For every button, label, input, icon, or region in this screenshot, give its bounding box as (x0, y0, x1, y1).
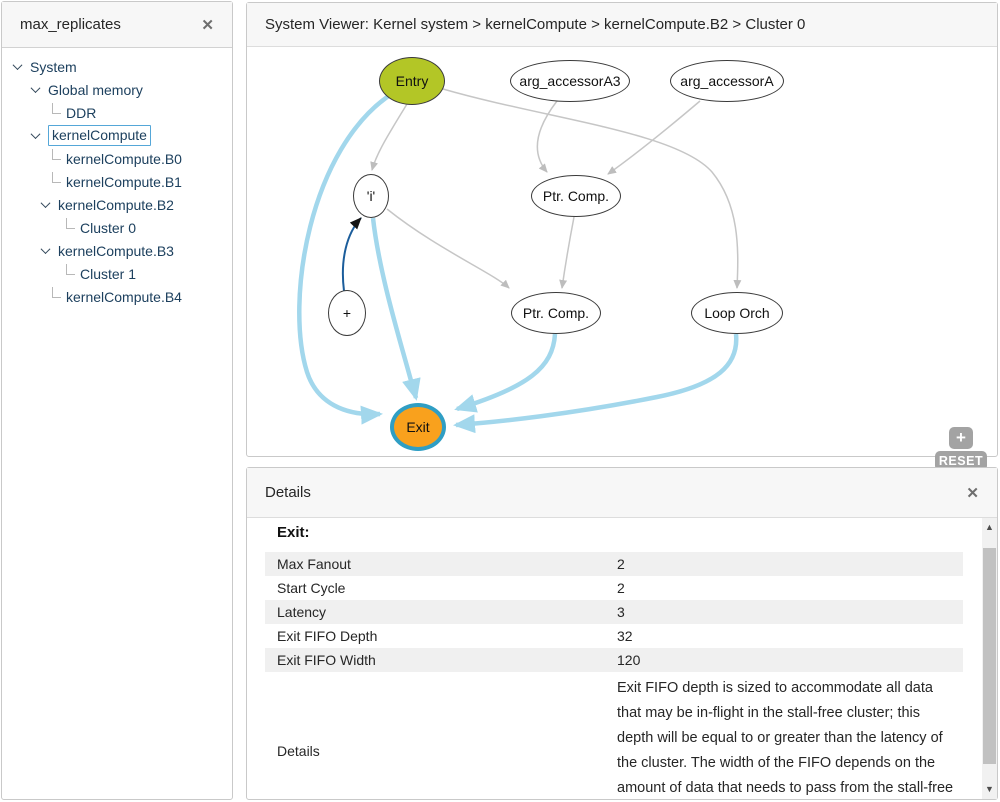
sidebar-title: max_replicates (20, 16, 121, 33)
tree-item-label[interactable]: Cluster 0 (80, 219, 137, 236)
zoom-in-button[interactable]: + (949, 427, 973, 449)
tree-item-global-memory[interactable]: Global memory (2, 78, 232, 101)
node-label: + (342, 305, 352, 321)
chevron-down-icon[interactable] (30, 129, 41, 140)
graph-node-arg-accessor-a[interactable]: arg_accessorA (670, 60, 784, 102)
node-label: Ptr. Comp. (542, 188, 610, 204)
chevron-down-icon[interactable] (40, 244, 51, 255)
graph-node-ptr-comp-2[interactable]: Ptr. Comp. (511, 292, 601, 334)
tree-item-label[interactable]: System (30, 58, 77, 75)
tree-item-kernelcompute-b2[interactable]: kernelCompute.B2 (2, 193, 232, 216)
details-node-heading: Exit: (277, 524, 310, 541)
module-tree: System Global memory DDR kernelCompute k… (2, 48, 232, 308)
graph-canvas[interactable]: Entry arg_accessorA3 arg_accessorA 'i' P… (247, 47, 997, 495)
zoom-reset-button[interactable]: RESET (935, 451, 987, 471)
table-row: Exit FIFO Width 120 (265, 648, 963, 673)
tree-item-kernelcompute-b1[interactable]: kernelCompute.B1 (2, 170, 232, 193)
tree-item-label-selected[interactable]: kernelCompute (48, 125, 151, 146)
system-viewer-panel: System Viewer: Kernel system > kernelCom… (246, 2, 998, 495)
node-label: Entry (395, 73, 429, 89)
row-label: Exit FIFO Depth (277, 628, 378, 645)
tree-item-label[interactable]: Global memory (48, 81, 143, 98)
row-value: 2 (617, 556, 625, 572)
tree-item-cluster-0[interactable]: Cluster 0 (2, 216, 232, 239)
tree-item-label[interactable]: Cluster 1 (80, 265, 137, 282)
tree-item-kernelcompute-b0[interactable]: kernelCompute.B0 (2, 147, 232, 170)
node-label: arg_accessorA3 (519, 73, 621, 89)
tree-item-label[interactable]: kernelCompute.B4 (66, 288, 182, 305)
table-row: Exit FIFO Depth 32 (265, 624, 963, 648)
tree-item-label[interactable]: kernelCompute.B2 (58, 196, 174, 213)
tree-connector (66, 218, 75, 229)
row-label: Exit FIFO Width (277, 652, 376, 669)
node-label: 'i' (366, 188, 376, 204)
details-body: Exit: Max Fanout 2 Start Cycle 2 Latency… (247, 518, 997, 799)
chevron-down-icon[interactable] (40, 198, 51, 209)
graph-node-entry[interactable]: Entry (379, 57, 445, 105)
tree-connector (52, 103, 61, 114)
details-panel: Details ✕ Exit: Max Fanout 2 Start Cycle… (246, 467, 998, 800)
row-value: Exit FIFO depth is sized to accommodate … (617, 680, 954, 797)
graph-edges (297, 88, 742, 434)
row-label: Max Fanout (277, 556, 351, 573)
graph-node-loop-orch[interactable]: Loop Orch (691, 292, 783, 334)
node-label: Exit (406, 419, 430, 435)
tree-connector (66, 264, 75, 275)
tree-item-ddr[interactable]: DDR (2, 101, 232, 124)
graph-node-plus[interactable]: + (328, 290, 366, 336)
tree-item-label[interactable]: DDR (66, 104, 97, 121)
graph-node-ptr-comp-1[interactable]: Ptr. Comp. (531, 175, 621, 217)
tree-item-kernelcompute-b4[interactable]: kernelCompute.B4 (2, 285, 232, 308)
row-label: Start Cycle (277, 580, 346, 597)
tree-connector (52, 172, 61, 183)
sidebar-panel: max_replicates ✕ System Global memory DD… (1, 1, 233, 800)
row-value: 2 (617, 580, 625, 597)
tree-connector (52, 287, 61, 298)
scroll-down-icon[interactable]: ▼ (985, 784, 994, 794)
tree-item-label[interactable]: kernelCompute.B0 (66, 150, 182, 167)
details-close-icon[interactable]: ✕ (966, 484, 979, 502)
system-viewer-header: System Viewer: Kernel system > kernelCom… (247, 3, 997, 47)
sidebar-header: max_replicates ✕ (2, 2, 232, 48)
node-label: Ptr. Comp. (522, 305, 590, 321)
row-value: 120 (617, 652, 641, 669)
chevron-down-icon[interactable] (30, 83, 41, 94)
tree-item-kernelcompute[interactable]: kernelCompute (2, 124, 232, 147)
scroll-up-icon[interactable]: ▲ (985, 522, 994, 532)
details-title: Details (265, 484, 311, 501)
row-label: Latency (277, 604, 327, 621)
tree-item-system[interactable]: System (2, 55, 232, 78)
reset-label: RESET (938, 454, 984, 468)
system-viewer-breadcrumb: System Viewer: Kernel system > kernelCom… (265, 16, 806, 33)
plus-icon: + (956, 428, 966, 447)
tree-item-label[interactable]: kernelCompute.B1 (66, 173, 182, 190)
graph-node-i[interactable]: 'i' (353, 174, 389, 218)
tree-item-cluster-1[interactable]: Cluster 1 (2, 262, 232, 285)
node-label: arg_accessorA (680, 73, 774, 89)
chevron-down-icon[interactable] (12, 60, 23, 71)
row-label: Details (277, 743, 320, 760)
table-row: Latency 3 (265, 600, 963, 625)
row-value: 32 (617, 628, 633, 645)
table-row: Max Fanout 2 (265, 552, 963, 577)
tree-item-label[interactable]: kernelCompute.B3 (58, 242, 174, 259)
table-row: Start Cycle 2 (265, 576, 963, 600)
details-scrollbar[interactable]: ▲ ▼ (982, 518, 997, 799)
graph-node-arg-accessor-a3[interactable]: arg_accessorA3 (510, 60, 630, 102)
tree-item-kernelcompute-b3[interactable]: kernelCompute.B3 (2, 239, 232, 262)
tree-connector (52, 149, 61, 160)
sidebar-close-icon[interactable]: ✕ (201, 16, 214, 34)
properties-table: Max Fanout 2 Start Cycle 2 Latency 3 Exi… (265, 552, 963, 799)
node-label: Loop Orch (704, 305, 770, 321)
table-row: Details Exit FIFO depth is sized to acco… (265, 672, 963, 799)
graph-node-exit[interactable]: Exit (390, 403, 446, 451)
row-value: 3 (617, 604, 625, 621)
scrollbar-thumb[interactable] (983, 548, 996, 764)
details-header: Details ✕ (247, 468, 997, 518)
